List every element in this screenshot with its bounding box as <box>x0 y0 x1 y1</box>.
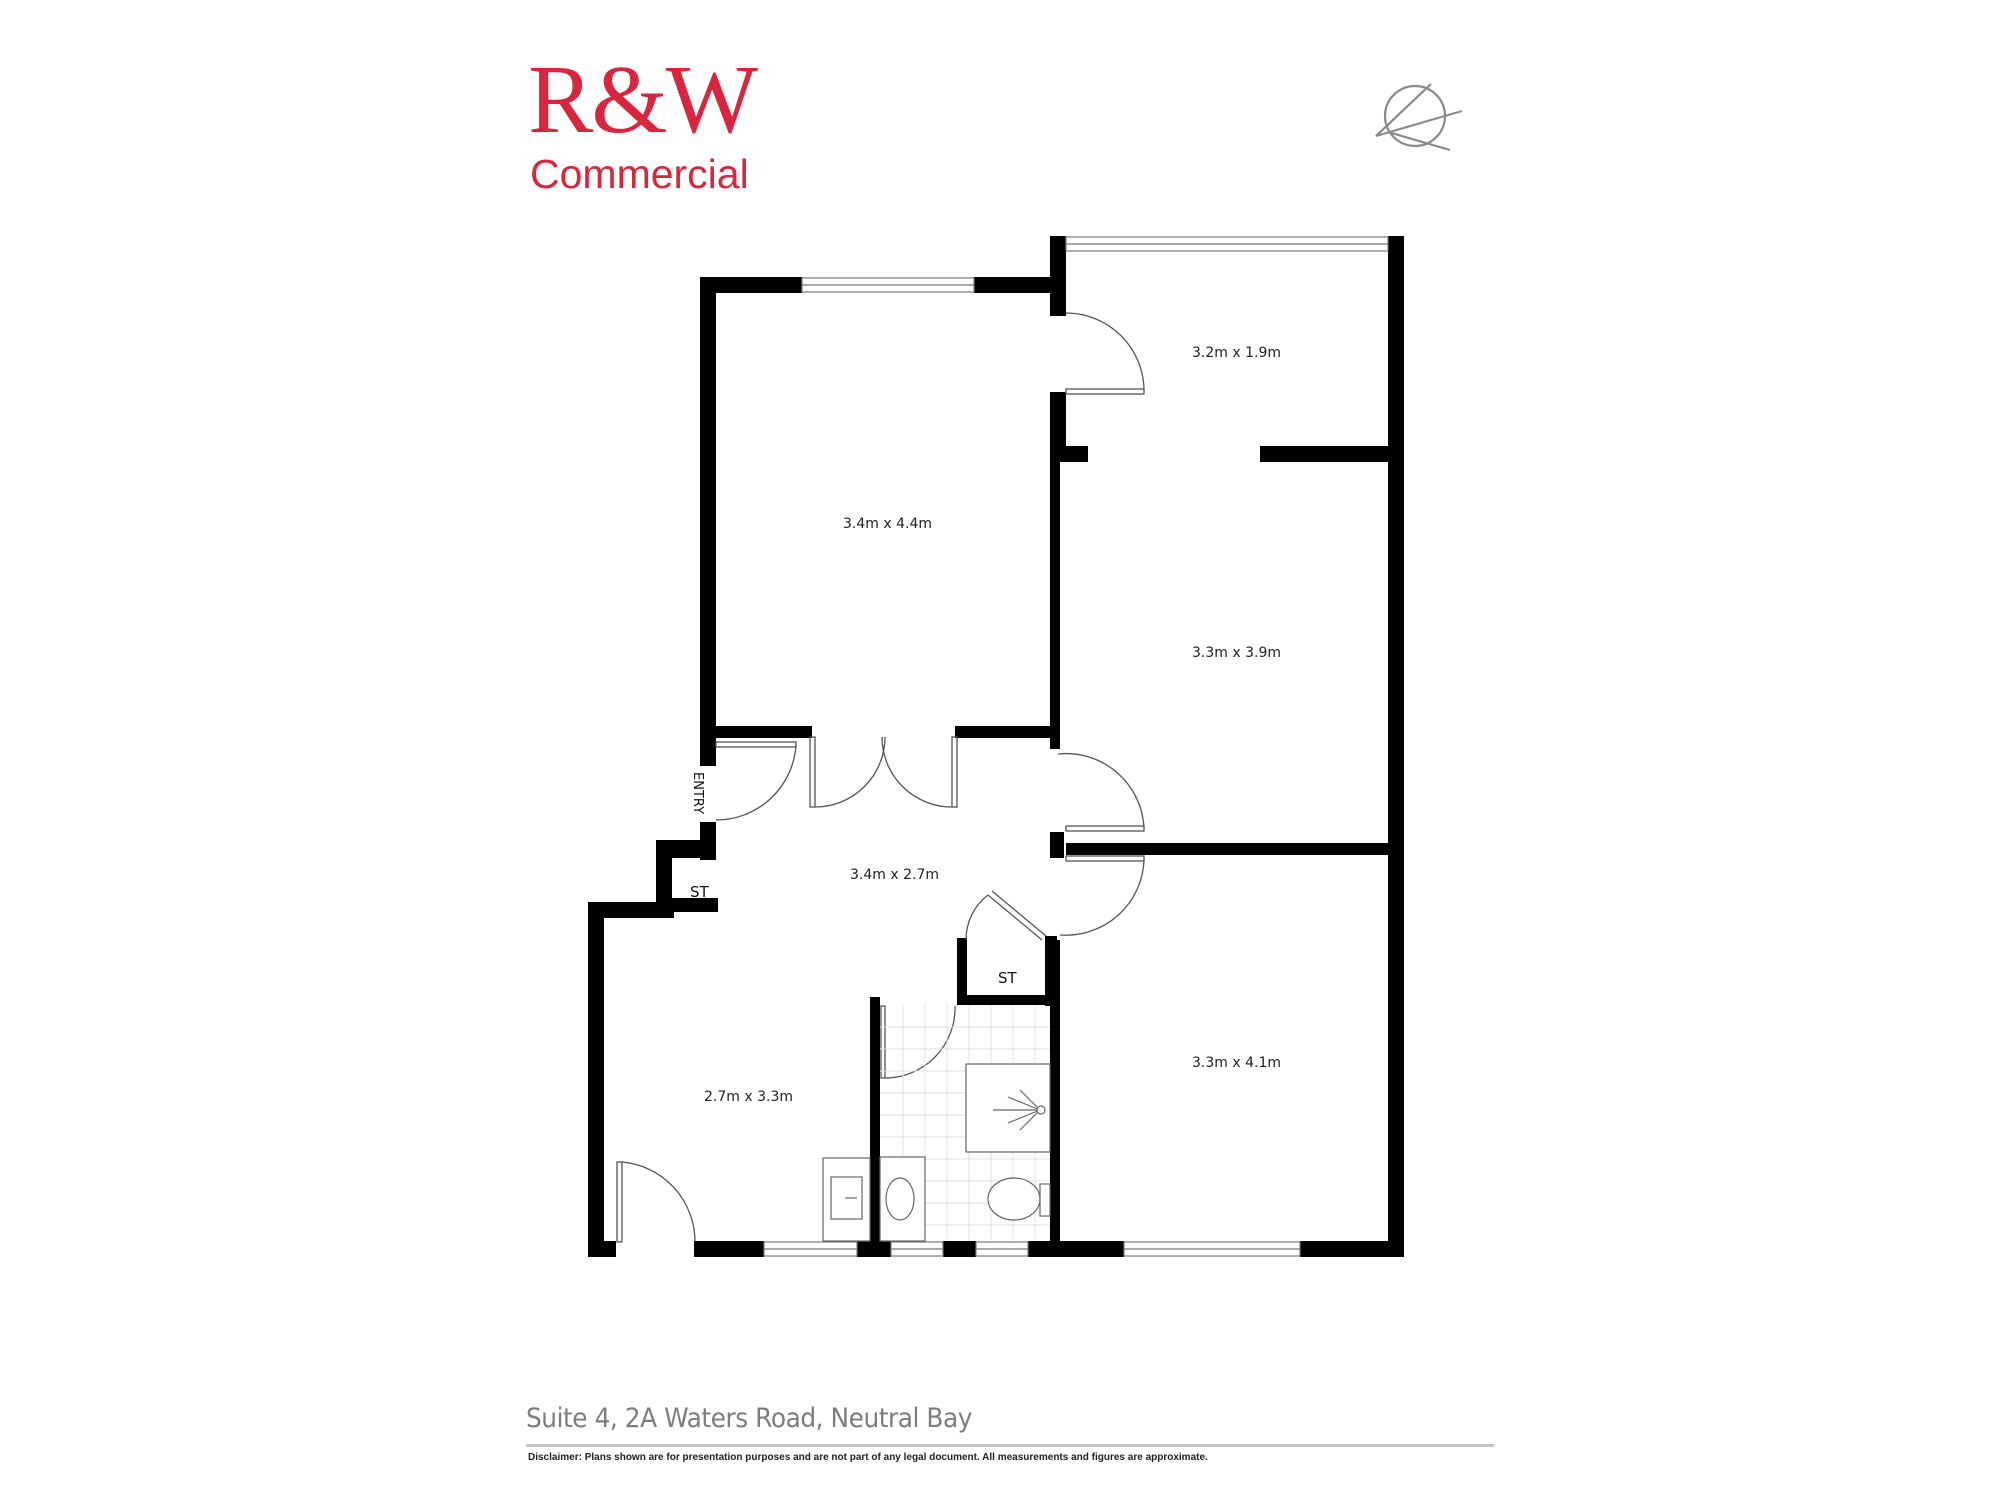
walls <box>588 236 1404 1257</box>
property-address: Suite 4, 2A Waters Road, Neutral Bay <box>526 1403 972 1434</box>
north-arrow-icon <box>1375 83 1463 152</box>
storage-label-left: ST <box>690 883 710 901</box>
windows <box>763 236 1389 1257</box>
room-label-lobby: 3.4m x 2.7m <box>850 867 939 883</box>
room-label-top-left: 3.4m x 4.4m <box>843 516 932 532</box>
disclaimer-text: Disclaimer: Plans shown are for presenta… <box>528 1452 1208 1463</box>
room-label-top-right: 3.2m x 1.9m <box>1192 345 1281 361</box>
toilet-icon <box>987 1177 1041 1221</box>
brand-division: Commercial <box>530 151 749 197</box>
fixtures <box>822 1063 1051 1242</box>
storage-label-right: ST <box>998 969 1018 987</box>
brand-logo: R&W Commercial <box>528 46 758 197</box>
room-label-bottom-left: 2.7m x 3.3m <box>704 1089 793 1105</box>
room-label-bottom-right: 3.3m x 4.1m <box>1192 1055 1281 1071</box>
doors <box>616 312 1145 1243</box>
entry-label: ENTRY <box>690 772 705 814</box>
room-labels: 3.2m x 1.9m 3.4m x 4.4m 3.3m x 3.9m 3.4m… <box>690 345 1281 1105</box>
room-label-mid-right: 3.3m x 3.9m <box>1192 645 1281 661</box>
brand-name: R&W <box>528 46 758 154</box>
footer-divider <box>526 1444 1494 1447</box>
